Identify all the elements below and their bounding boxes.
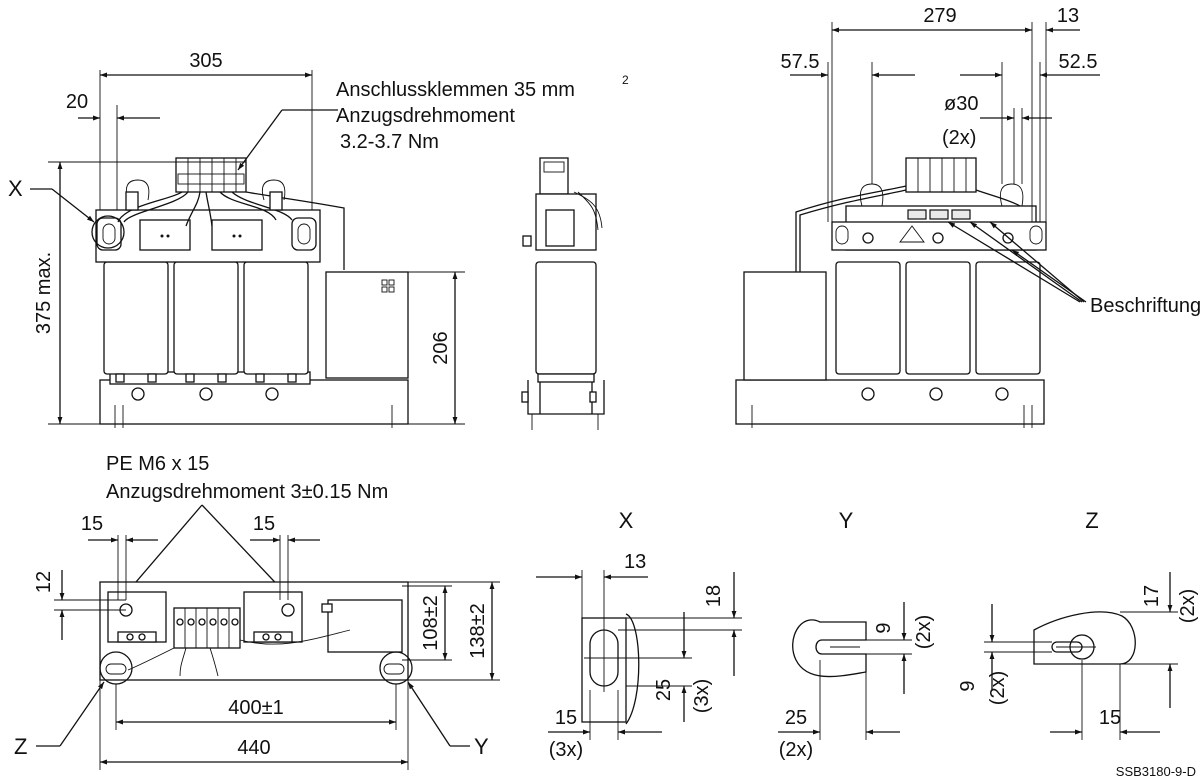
dim-depth-1: 108±2 (420, 595, 442, 650)
front-coil-3 (243, 261, 309, 375)
front-lifting-eye-left (96, 217, 122, 251)
rear-view (735, 157, 1047, 428)
top-view: PE M6 x 15 Anzugsdrehmoment 3±0.15 Nm (99, 453, 413, 685)
rear-coil-3 (975, 261, 1041, 375)
front-lifting-eye-right (291, 217, 317, 251)
front-base-hole-2 (199, 387, 213, 401)
callout-z-label: Z (14, 734, 27, 759)
rear-coil-1 (835, 261, 901, 375)
dim-z-slot-count: (2x) (987, 671, 1009, 705)
side-coil (535, 261, 597, 375)
dim-x-width: 13 (624, 551, 646, 573)
dim-x-top: 18 (703, 585, 725, 607)
front-coil-2 (173, 261, 239, 375)
dim-z-height-count: (2x) (1177, 589, 1199, 623)
dim-front-width: 305 (189, 50, 222, 72)
detail-x-title: X (619, 508, 634, 533)
dim-front-offset: 20 (66, 91, 88, 113)
dim-rear-left: 57.5 (781, 51, 820, 73)
top-dimensions: 15 15 12 108±2 138±2 400±1 440 Z (14, 513, 500, 770)
marking-plate-3 (951, 209, 971, 220)
dim-y-length: 25 (785, 707, 807, 729)
dim-top-right: 15 (253, 513, 275, 535)
dim-rear-width: 279 (923, 5, 956, 27)
front-base-hole-3 (265, 387, 279, 401)
label-terminals-superscript: 2 (622, 73, 629, 87)
label-pe: PE M6 x 15 (106, 453, 209, 475)
dim-y-slot: 9 (873, 622, 895, 633)
label-terminals: Anschlussklemmen 35 mm (336, 79, 575, 101)
dim-x-bottom-count: (3x) (549, 739, 583, 761)
detail-y: Y 9 (2x) 25 (2x) (778, 508, 935, 761)
top-electronics-box (327, 599, 403, 653)
detail-y-slot-plate (792, 619, 867, 678)
dim-x-height-count: (3x) (691, 679, 713, 713)
dim-z-length: 15 (1099, 707, 1121, 729)
dim-base-length: 440 (237, 737, 270, 759)
label-pe-torque: Anzugsdrehmoment 3±0.15 Nm (106, 481, 388, 503)
marking-plate-2 (929, 209, 949, 220)
drawing-id: SSB3180-9-D (1116, 764, 1196, 779)
dim-hole-count: (2x) (942, 127, 976, 149)
dim-mount-spacing: 400±1 (228, 697, 283, 719)
detail-y-title: Y (839, 508, 854, 533)
detail-z: Z 17 (2x) 9 (2x) 15 (957, 508, 1199, 740)
dim-rear-right: 13 (1057, 5, 1079, 27)
rear-electronics-box (743, 271, 827, 381)
detail-x: X 13 18 25 (3x) 15 (3x) (536, 508, 742, 761)
front-electronics-box (325, 271, 409, 379)
dim-top-left: 15 (81, 513, 103, 535)
dim-y-length-count: (2x) (779, 739, 813, 761)
front-base-hole-1 (131, 387, 145, 401)
label-torque: Anzugsdrehmoment (336, 105, 515, 127)
dim-rear-right2: 52.5 (1059, 51, 1098, 73)
terminal-note: Anschlussklemmen 35 mm 2 Anzugsdrehmomen… (336, 73, 629, 153)
detail-z-keyhole-plate (1033, 611, 1136, 665)
front-base-plate (99, 379, 409, 425)
front-coil-1 (103, 261, 169, 375)
dim-x-bottom: 15 (555, 707, 577, 729)
label-marking: Beschriftung (1090, 295, 1200, 317)
dim-z-height: 17 (1141, 585, 1163, 607)
callout-x-label: X (8, 176, 23, 201)
rear-terminal-block (905, 157, 977, 193)
dim-top-side: 12 (33, 571, 55, 593)
rear-base-plate (735, 379, 1045, 425)
rear-dimensions: 279 13 57.5 52.5 ø30 (2x) Beschriftung (781, 5, 1200, 317)
marking-plate-1 (907, 209, 927, 220)
detail-z-title: Z (1085, 508, 1098, 533)
callout-y-label: Y (474, 734, 489, 759)
front-terminal-block (175, 157, 247, 193)
front-dimensions: 305 20 375 max. 206 X (8, 50, 465, 425)
dim-z-slot: 9 (957, 680, 979, 691)
rear-coil-2 (905, 261, 971, 375)
label-torque-value: 3.2-3.7 Nm (340, 131, 439, 153)
pe-stud-right (281, 603, 295, 617)
dim-x-height: 25 (653, 679, 675, 701)
dim-front-height: 375 max. (33, 252, 55, 334)
front-view (91, 157, 409, 428)
dim-y-slot-count: (2x) (913, 615, 935, 649)
front-upper-frame (95, 209, 321, 263)
dim-hole-diameter: ø30 (944, 93, 978, 115)
detail-x-callout-circle (91, 215, 125, 249)
side-view (521, 157, 605, 430)
dim-box-height: 206 (430, 331, 452, 364)
dim-depth-2: 138±2 (467, 603, 489, 658)
